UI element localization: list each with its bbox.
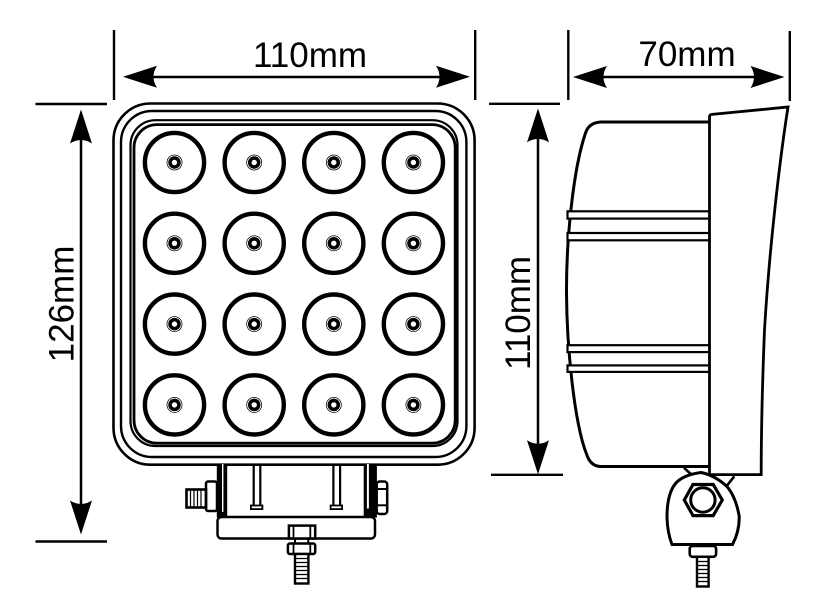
svg-text:70mm: 70mm — [638, 35, 735, 74]
svg-text:126mm: 126mm — [43, 246, 82, 363]
svg-text:110mm: 110mm — [499, 256, 538, 370]
svg-text:110mm: 110mm — [253, 36, 367, 75]
